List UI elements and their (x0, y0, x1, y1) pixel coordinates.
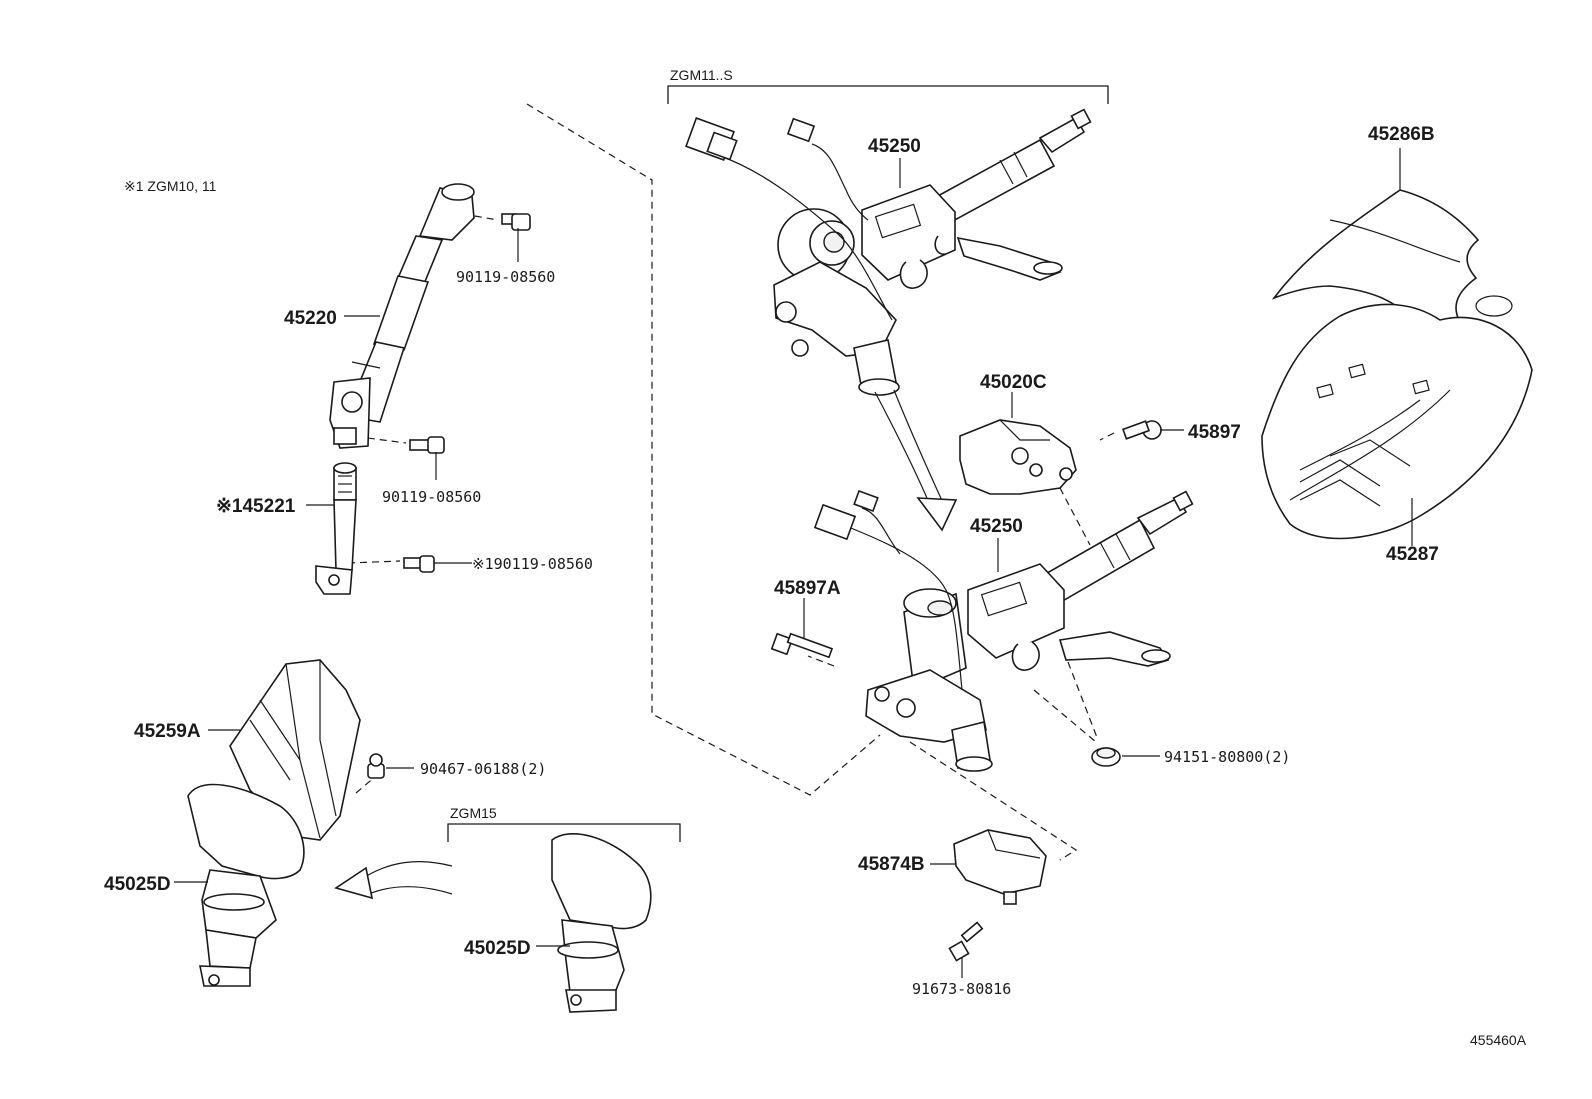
label-45020c: 45020C (980, 372, 1047, 393)
group-label-zgm15: ZGM15 (450, 805, 497, 821)
part-45025d-boot-right (551, 833, 652, 1013)
part-45020c-cover (959, 419, 1077, 495)
label-90119-08560-a: 90119-08560 (456, 268, 555, 286)
zgm15-arrow (334, 861, 453, 900)
note-zgm10-11: ※1 ZGM10, 11 (124, 178, 217, 194)
steering-column-lower (813, 489, 1194, 772)
label-90119-08560-b: 90119-08560 (382, 488, 481, 506)
part-45259a-boot (229, 659, 361, 841)
steering-column-upper (685, 108, 1092, 396)
label-90119-08560-c: ※190119-08560 (472, 555, 593, 573)
part-94151-nut (1091, 747, 1121, 767)
part-90467-clip (367, 753, 385, 779)
assembly-arrow (874, 389, 958, 532)
part-45220-intermediate-shaft (329, 183, 475, 449)
part-45286b-45287-covers (1261, 189, 1533, 540)
label-45025d-left: 45025D (104, 874, 171, 895)
bracket-zgm11s: ZGM11..S (667, 67, 1109, 104)
label-45874b: 45874B (858, 854, 925, 875)
part-labels: 45250 45250 45286B 45287 45020C 45897 45… (104, 124, 1527, 1048)
part-91673-bolt (948, 921, 984, 962)
label-91673-80816: 91673-80816 (912, 980, 1011, 998)
label-94151-80800: 94151-80800(2) (1164, 748, 1290, 766)
assembly-dashed-lines (343, 103, 1115, 861)
part-90119-bolt-b (409, 436, 445, 454)
label-45286b: 45286B (1368, 124, 1435, 145)
part-90119-bolt-c (403, 555, 435, 573)
label-45287: 45287 (1386, 544, 1439, 565)
label-45259a: 45259A (134, 721, 201, 742)
group-label-zgm11s: ZGM11..S (670, 67, 733, 83)
part-45897-bolt (1121, 420, 1162, 440)
label-45221: ※145221 (216, 496, 296, 517)
label-90467-06188: 90467-06188(2) (420, 760, 546, 778)
label-45250-upper: 45250 (868, 136, 921, 157)
part-45897a-bolt (770, 632, 834, 659)
figure-id: 455460A (1470, 1032, 1527, 1048)
part-90119-bolt-a (501, 213, 531, 231)
label-45897: 45897 (1188, 422, 1241, 443)
part-45221-lower-shaft (315, 462, 357, 595)
label-45250-lower: 45250 (970, 516, 1023, 537)
part-45025d-boot-left (187, 783, 305, 987)
label-45897a: 45897A (774, 578, 841, 599)
label-45025d-right: 45025D (464, 938, 531, 959)
part-45874b-module (953, 829, 1047, 905)
leader-lines (174, 148, 1413, 978)
label-45220: 45220 (284, 308, 337, 329)
bracket-zgm15: ZGM15 (447, 805, 681, 842)
